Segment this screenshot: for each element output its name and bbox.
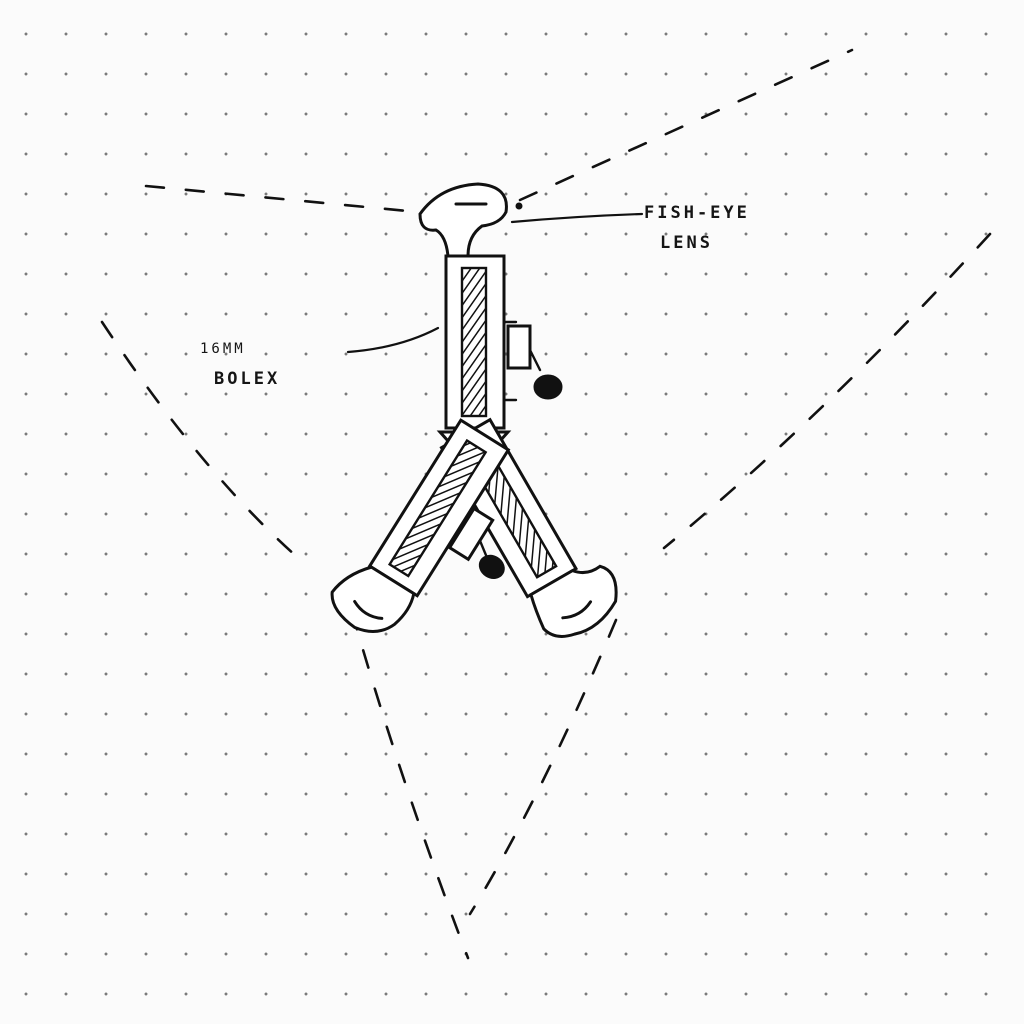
fisheye-label-line1: FISH-EYE <box>644 198 750 228</box>
bolex-label-line2: BOLEX <box>200 364 280 394</box>
camera-top-film-gate <box>462 268 486 416</box>
camera-top-side-handle <box>508 326 530 368</box>
fov-top-right-line <box>520 50 852 200</box>
fisheye-lens-label: FISH-EYE LENS <box>644 198 750 258</box>
fov-bottom-left-line <box>352 612 468 958</box>
camera-top-crank-knob <box>534 375 562 399</box>
bolex-label-line1: 16MM <box>200 334 280 364</box>
camera-top-lens <box>420 184 506 256</box>
fov-bottom-right-line <box>470 620 616 914</box>
fisheye-leader-line <box>512 214 642 222</box>
fisheye-label-line2: LENS <box>644 228 750 258</box>
fov-right-line <box>664 234 990 548</box>
fov-top-left-line <box>146 186 418 212</box>
field-of-view-lines <box>102 50 990 958</box>
bolex-camera-label: 16MM BOLEX <box>200 334 280 394</box>
bolex-leader-line <box>348 328 438 352</box>
